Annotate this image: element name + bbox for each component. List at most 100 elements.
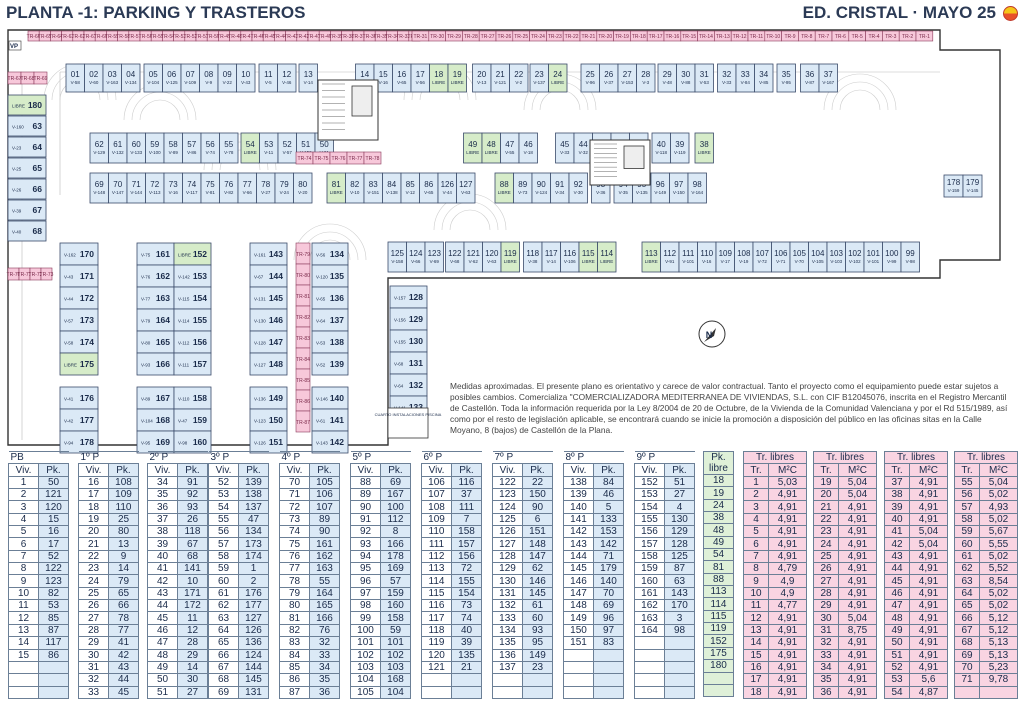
storage-tr-29[interactable]: TR-29 <box>445 30 463 42</box>
storage-tr-83[interactable]: TR-83 <box>295 326 311 349</box>
storage-tr-21[interactable]: TR-21 <box>579 30 598 42</box>
storage-tr-3[interactable]: TR-3 <box>882 30 900 42</box>
space-99[interactable]: 99V-98 <box>900 241 920 273</box>
storage-tr-11[interactable]: TR-11 <box>747 30 766 42</box>
space-69[interactable]: 69V-148 <box>89 172 109 204</box>
space-26[interactable]: 26V-37 <box>599 63 619 93</box>
storage-tr-20[interactable]: TR-20 <box>596 30 614 42</box>
space-80[interactable]: 80V-20 <box>293 172 313 204</box>
space-23[interactable]: 23V-137 <box>529 63 549 93</box>
space-25[interactable]: 25V-96 <box>580 63 600 93</box>
space-09[interactable]: 09V-22 <box>217 63 237 93</box>
storage-tr-75[interactable]: TR-75 <box>312 151 331 165</box>
space-83[interactable]: 83V-151 <box>363 172 383 204</box>
space-17[interactable]: 17V-56 <box>410 63 430 93</box>
space-20[interactable]: 20V-13 <box>472 63 492 93</box>
storage-tr-2[interactable]: TR-2 <box>898 30 917 42</box>
space-13[interactable]: 13V-14 <box>298 63 318 93</box>
storage-tr-26[interactable]: TR-26 <box>495 30 514 42</box>
storage-tr-8[interactable]: TR-8 <box>798 30 816 42</box>
space-58[interactable]: 58V-89 <box>163 132 183 164</box>
space-97[interactable]: 97V-150 <box>669 172 689 204</box>
space-67[interactable]: 67V-39 <box>7 199 47 221</box>
storage-tr-4[interactable]: TR-4 <box>865 30 883 42</box>
storage-tr-30[interactable]: TR-30 <box>428 30 446 42</box>
storage-tr-68[interactable]: TR-68 <box>21 71 35 85</box>
storage-tr-6[interactable]: TR-6 <box>831 30 850 42</box>
space-31[interactable]: 31V-53 <box>694 63 714 93</box>
space-32[interactable]: 32V-33 <box>717 63 737 93</box>
space-15[interactable]: 15V-16 <box>373 63 393 93</box>
space-52[interactable]: 52V-57 <box>277 132 297 164</box>
storage-tr-13[interactable]: TR-13 <box>714 30 732 42</box>
space-70[interactable]: 70V-147 <box>108 172 128 204</box>
space-59[interactable]: 59V-100 <box>145 132 165 164</box>
storage-tr-69[interactable]: TR-69 <box>34 71 48 85</box>
storage-tr-22[interactable]: TR-22 <box>562 30 581 42</box>
storage-tr-17[interactable]: TR-17 <box>646 30 665 42</box>
space-76[interactable]: 76V-82 <box>219 172 239 204</box>
space-92[interactable]: 92V-30 <box>568 172 588 204</box>
space-53[interactable]: 53V-11 <box>259 132 279 164</box>
space-36[interactable]: 36V-87 <box>800 63 820 93</box>
space-74[interactable]: 74V-117 <box>182 172 202 204</box>
space-55[interactable]: 55V-78 <box>219 132 239 164</box>
space-57[interactable]: 57V-86 <box>182 132 202 164</box>
space-47[interactable]: 47V-55 <box>500 132 520 164</box>
space-90[interactable]: 90V-124 <box>531 172 551 204</box>
storage-tr-23[interactable]: TR-23 <box>546 30 564 42</box>
space-34[interactable]: 34V-85 <box>754 63 774 93</box>
space-78[interactable]: 78V-27 <box>256 172 276 204</box>
storage-tr-85[interactable]: TR-85 <box>295 368 311 391</box>
storage-tr-12[interactable]: TR-12 <box>730 30 749 42</box>
storage-tr-27[interactable]: TR-27 <box>478 30 497 42</box>
space-68[interactable]: 68V-40 <box>7 220 47 242</box>
storage-tr-14[interactable]: TR-14 <box>697 30 715 42</box>
space-82[interactable]: 82V-10 <box>345 172 365 204</box>
storage-tr-18[interactable]: TR-18 <box>630 30 648 42</box>
space-63[interactable]: 63V-160 <box>7 115 47 137</box>
storage-tr-19[interactable]: TR-19 <box>613 30 631 42</box>
space-77[interactable]: 77V-66 <box>237 172 257 204</box>
space-16[interactable]: 16V-65 <box>392 63 412 93</box>
